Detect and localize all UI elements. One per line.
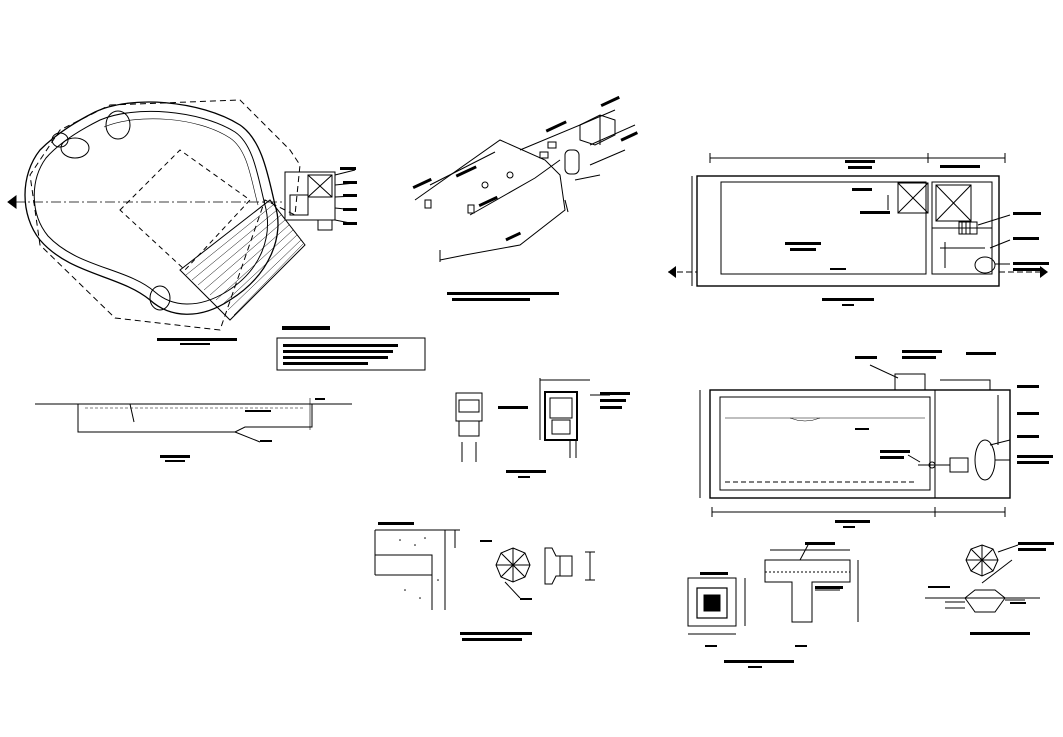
main-drain-title-bar xyxy=(970,632,1030,635)
pool-floor-outline xyxy=(119,149,251,271)
hatched-deck xyxy=(179,199,306,321)
pool-section-labels xyxy=(160,398,325,462)
rock-feature xyxy=(105,110,131,140)
drain-labels xyxy=(378,522,532,641)
site-plan-title-bar xyxy=(157,338,237,341)
equipment-room-plan-small xyxy=(284,171,336,221)
gutter-section xyxy=(764,559,851,623)
notes-box xyxy=(276,326,426,371)
isometric-title-bar xyxy=(447,292,559,295)
machine-room-section-title-bar xyxy=(835,520,870,523)
machine-room-section-labels xyxy=(835,350,1053,528)
pipe-run xyxy=(429,151,496,186)
section-outer-wall xyxy=(709,389,1011,499)
sump-labels xyxy=(700,542,843,668)
pool-outer-edge xyxy=(24,101,279,315)
skimmer-section xyxy=(544,391,578,441)
machine-room-plan xyxy=(668,153,1045,287)
skimmer-labels xyxy=(498,392,630,478)
isometric-labels xyxy=(412,95,639,301)
drain-title-bar xyxy=(460,632,532,635)
machine-room-section xyxy=(699,364,1011,517)
sump-title-bar xyxy=(724,660,794,663)
section-marker-icon xyxy=(7,195,17,209)
pump-icon xyxy=(974,256,996,274)
pipe-run xyxy=(469,159,561,216)
rock-feature xyxy=(51,132,69,148)
sump-plan xyxy=(687,577,737,627)
room-outer-wall xyxy=(696,175,1000,287)
pool-section-title-bar xyxy=(160,455,190,458)
site-plan-leader-labels xyxy=(157,167,357,345)
pool-section xyxy=(35,398,352,443)
rock-feature xyxy=(60,137,90,159)
drain-fitting xyxy=(544,547,573,585)
main-drain-labels xyxy=(928,542,1054,635)
pool-basin-plan xyxy=(720,181,927,275)
skimmer-detail xyxy=(455,378,610,462)
filter-icon xyxy=(564,149,580,175)
isometric-piping xyxy=(414,109,636,262)
pool-site-plan xyxy=(7,99,356,331)
pool-section-profile xyxy=(77,404,313,433)
rock-feature xyxy=(149,285,171,311)
pipe-run xyxy=(414,139,566,261)
main-drain-detail xyxy=(925,544,1040,613)
site-boundary xyxy=(29,99,301,331)
machine-room-plan-labels xyxy=(668,160,1049,306)
skimmer-title-bar xyxy=(506,470,546,473)
pool-basin-section xyxy=(719,396,931,491)
section-marker-icon xyxy=(668,266,676,278)
drain-detail xyxy=(374,529,595,610)
pool-inner-edge xyxy=(33,110,268,305)
pool-coping-band xyxy=(103,118,259,206)
machine-room-plan-title-bar xyxy=(822,298,874,301)
sump-detail xyxy=(687,544,859,635)
